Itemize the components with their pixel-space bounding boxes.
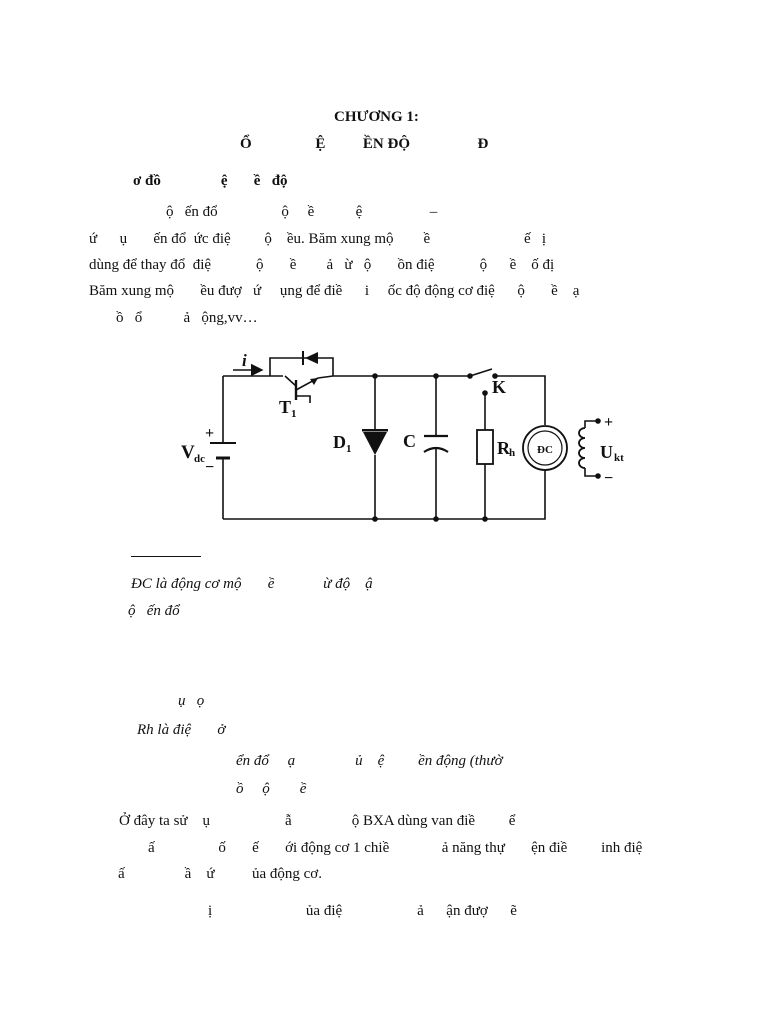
body-line-1: Ở đây ta sử ụ ẫ ộ BXA dùng van điề ể <box>119 813 516 829</box>
switch-k-blade <box>469 368 493 377</box>
paragraph-line-1: ộ ến đổ ộ ề ệ – <box>166 204 438 220</box>
bottom-wire <box>223 470 546 520</box>
resistor-rh-body <box>476 429 494 465</box>
body-line-3: ấ ầ ứ ủa động cơ. <box>118 866 322 882</box>
junction-dot <box>482 390 488 396</box>
diode-d1-bar <box>362 429 388 432</box>
paragraph-line-5: ồ ổ ả ộng,vv… <box>116 310 258 326</box>
section-title: ơ đồ ệ ề độ <box>133 173 288 189</box>
switch-terminal-dot <box>467 373 473 379</box>
antiparallel-diode-wire <box>269 357 334 376</box>
source-subscript: dc <box>194 453 205 465</box>
junction-dot <box>372 516 378 522</box>
note-separator-rule <box>131 556 201 557</box>
source-plus-sign: + <box>205 425 214 442</box>
diode-subscript: 1 <box>346 443 352 455</box>
note-line-5: ển đổ ạ ủ ệ ền động (thườ <box>236 753 503 769</box>
body-line-4: ị ủa điệ ả ận đượ ẽ <box>208 903 517 919</box>
capacitor-label: C <box>403 431 416 451</box>
resistor-subscript: h <box>509 447 515 459</box>
field-label: U <box>600 442 613 462</box>
paragraph-line-2: ứ ụ ến đổ ức điệ ộ ều. Băm xung mộ ề ế ị <box>89 231 547 247</box>
transistor-gate <box>296 395 311 403</box>
field-terminal-dot <box>595 418 601 424</box>
diode-d1-triangle <box>363 432 387 455</box>
field-plus-sign: + <box>604 414 613 431</box>
junction-dot <box>372 373 378 379</box>
motor-inner-circle <box>527 430 563 466</box>
field-subscript: kt <box>614 452 624 464</box>
motor-outer-circle <box>522 425 568 471</box>
transistor-subscript: 1 <box>291 408 297 420</box>
antiparallel-diode-triangle <box>305 352 318 364</box>
current-label: i <box>242 351 247 370</box>
field-winding-coil <box>578 427 586 469</box>
source-label: V <box>181 442 195 463</box>
switch-label: K <box>492 377 506 397</box>
paragraph-line-3: dùng để thay đổ điệ ộ ề ả ừ ộ ồn điệ ộ ề… <box>89 257 555 273</box>
field-minus-sign: − <box>604 470 613 487</box>
chapter-title: Ổ Ệ ỀN ĐỘ Đ <box>240 136 489 152</box>
note-line-1: ĐC là động cơ mộ ề ừ độ ậ <box>131 576 373 592</box>
junction-dot <box>433 516 439 522</box>
resistor-label: R <box>497 438 511 458</box>
transistor-label: T <box>279 397 291 417</box>
junction-dot <box>433 373 439 379</box>
source-minus-sign: − <box>205 459 214 476</box>
field-terminal-dot <box>595 473 601 479</box>
body-line-2: ấ ố ế ới động cơ 1 chiề ả năng thự ện đi… <box>148 840 643 856</box>
motor-label: ĐC <box>537 444 553 456</box>
junction-dot <box>482 516 488 522</box>
diode-label: D <box>333 432 346 452</box>
top-wire-to-motor <box>495 375 546 425</box>
switch-terminal-dot <box>492 373 498 379</box>
note-line-6: ồ ộ ề <box>236 781 307 797</box>
transistor-collector <box>284 375 297 387</box>
note-line-2: ộ ến đổ <box>128 603 180 619</box>
note-line-4: Rh là điệ ở <box>137 722 226 738</box>
paragraph-line-4: Băm xung mộ ều đượ ứ ụng để điề i ốc độ … <box>89 283 580 299</box>
chapter-heading: CHƯƠNG 1: <box>334 109 419 125</box>
note-line-3: ụ ọ <box>178 693 205 709</box>
